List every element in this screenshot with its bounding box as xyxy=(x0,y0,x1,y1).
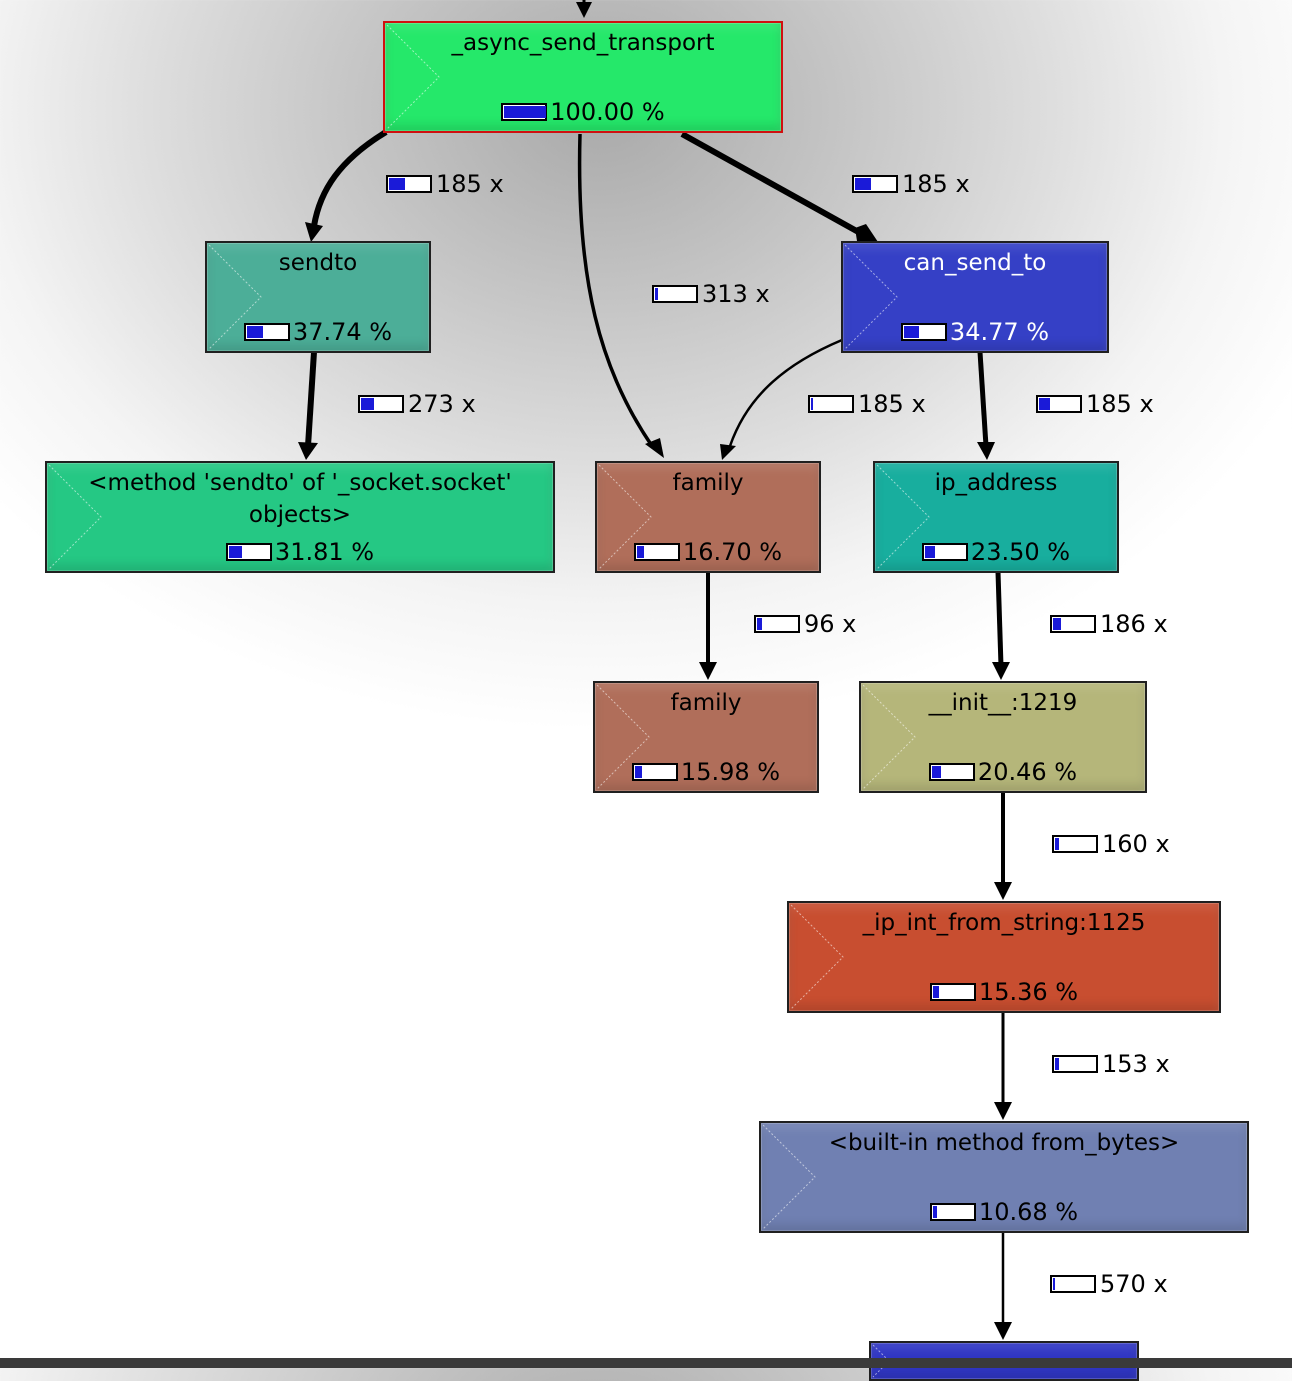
arrowhead xyxy=(720,444,736,460)
arrowhead xyxy=(645,438,664,458)
arrowhead xyxy=(994,1102,1012,1120)
node-name: ip_address xyxy=(934,470,1058,496)
node-name: <built-in method from_bytes> xyxy=(828,1130,1180,1156)
call-count: 273 x xyxy=(408,390,476,418)
edge-label-async-sendto: 185 x xyxy=(386,169,504,199)
edge-label-init-ipint: 160 x xyxy=(1052,829,1170,859)
cost-bar xyxy=(225,543,272,561)
node-init-1219[interactable]: __init__:1219 20.46 % xyxy=(859,681,1147,793)
node-name: __init__:1219 xyxy=(928,690,1078,716)
edge-label-cansend-ipaddr: 185 x xyxy=(1036,389,1154,419)
edge-cost-bar xyxy=(1036,395,1082,413)
edge-cost-bar xyxy=(358,395,404,413)
node-cost: 100.00 % xyxy=(550,98,665,126)
edge-label-async-cansend: 185 x xyxy=(852,169,970,199)
cost-bar xyxy=(501,103,548,121)
edge-label-sendto-method: 273 x xyxy=(358,389,476,419)
node-async-send-transport[interactable]: _async_send_transport 100.00 % xyxy=(383,21,783,133)
node-cost: 23.50 % xyxy=(970,538,1071,566)
node-family-2[interactable]: family 15.98 % xyxy=(593,681,819,793)
node-cost: 34.77 % xyxy=(949,318,1050,346)
node-method-sendto[interactable]: <method 'sendto' of '_socket.socket' obj… xyxy=(45,461,555,573)
edge-label-async-family: 313 x xyxy=(652,279,770,309)
node-name: _ip_int_from_string:1125 xyxy=(862,910,1146,936)
call-count: 185 x xyxy=(858,390,926,418)
arrowhead xyxy=(699,662,717,680)
node-sendto[interactable]: sendto 37.74 % xyxy=(205,241,431,353)
edge-cost-bar xyxy=(386,175,432,193)
edge-cost-bar xyxy=(1052,835,1098,853)
node-cost: 37.74 % xyxy=(292,318,393,346)
edge-async-to-family[interactable] xyxy=(577,133,654,447)
call-count: 160 x xyxy=(1102,830,1170,858)
edge-cost-bar xyxy=(652,285,698,303)
cost-bar xyxy=(633,543,680,561)
edge-sendto-to-method[interactable] xyxy=(305,351,317,447)
node-ip-int-from-string[interactable]: _ip_int_from_string:1125 15.36 % xyxy=(787,901,1221,1013)
edge-label-ipint-frombytes: 153 x xyxy=(1052,1049,1170,1079)
arrowhead xyxy=(977,442,995,460)
cost-bar xyxy=(631,763,678,781)
edge-async-to-cansend[interactable] xyxy=(680,131,864,237)
call-count: 185 x xyxy=(902,170,970,198)
call-count: 96 x xyxy=(804,610,857,638)
edge-cansend-to-ipaddr[interactable] xyxy=(977,351,989,447)
edge-cost-bar xyxy=(1050,615,1096,633)
edge-cost-bar xyxy=(754,615,800,633)
node-ip-address[interactable]: ip_address 23.50 % xyxy=(873,461,1119,573)
call-count: 186 x xyxy=(1100,610,1168,638)
call-count: 185 x xyxy=(1086,390,1154,418)
arrowhead xyxy=(855,224,878,242)
node-name: family xyxy=(672,470,744,496)
edge-label-cansend-family: 185 x xyxy=(808,389,926,419)
cost-bar xyxy=(929,983,976,1001)
edge-cost-bar xyxy=(852,175,898,193)
cost-bar xyxy=(921,543,968,561)
edge-cansend-to-family[interactable] xyxy=(728,338,843,447)
arrowhead xyxy=(305,222,323,242)
edge-label-ipaddr-init: 186 x xyxy=(1050,609,1168,639)
call-count: 313 x xyxy=(702,280,770,308)
edge-cost-bar xyxy=(1050,1275,1096,1293)
node-family-1[interactable]: family 16.70 % xyxy=(595,461,821,573)
node-name: <method 'sendto' of '_socket.socket' obj… xyxy=(88,470,512,528)
arrowhead xyxy=(576,2,592,18)
edge-ipaddr-to-init[interactable] xyxy=(995,571,1004,667)
call-count: 185 x xyxy=(436,170,504,198)
node-cost: 15.98 % xyxy=(680,758,781,786)
node-name: can_send_to xyxy=(903,250,1047,276)
cost-bar xyxy=(929,1203,976,1221)
node-name: family xyxy=(670,690,742,716)
node-cost: 31.81 % xyxy=(274,538,375,566)
node-name: sendto xyxy=(278,250,358,276)
arrowhead xyxy=(298,442,318,460)
node-cost: 15.36 % xyxy=(978,978,1079,1006)
cost-bar xyxy=(928,763,975,781)
call-count: 153 x xyxy=(1102,1050,1170,1078)
edge-cost-bar xyxy=(808,395,854,413)
cost-bar xyxy=(900,323,947,341)
window-bottom-edge xyxy=(0,1358,1292,1368)
edge-label-frombytes-next: 570 x xyxy=(1050,1269,1168,1299)
node-cost: 10.68 % xyxy=(978,1198,1079,1226)
node-name: _async_send_transport xyxy=(451,30,715,56)
edge-cost-bar xyxy=(1052,1055,1098,1073)
arrowhead xyxy=(994,882,1012,900)
call-count: 570 x xyxy=(1100,1270,1168,1298)
arrowhead xyxy=(992,662,1010,680)
arrowhead xyxy=(994,1322,1012,1340)
node-cost: 20.46 % xyxy=(977,758,1078,786)
edge-label-family-family: 96 x xyxy=(754,609,856,639)
edge-async-to-sendto[interactable] xyxy=(311,129,388,227)
node-can-send-to[interactable]: can_send_to 34.77 % xyxy=(841,241,1109,353)
cost-bar xyxy=(243,323,290,341)
node-from-bytes[interactable]: <built-in method from_bytes> 10.68 % xyxy=(759,1121,1249,1233)
node-cost: 16.70 % xyxy=(682,538,783,566)
